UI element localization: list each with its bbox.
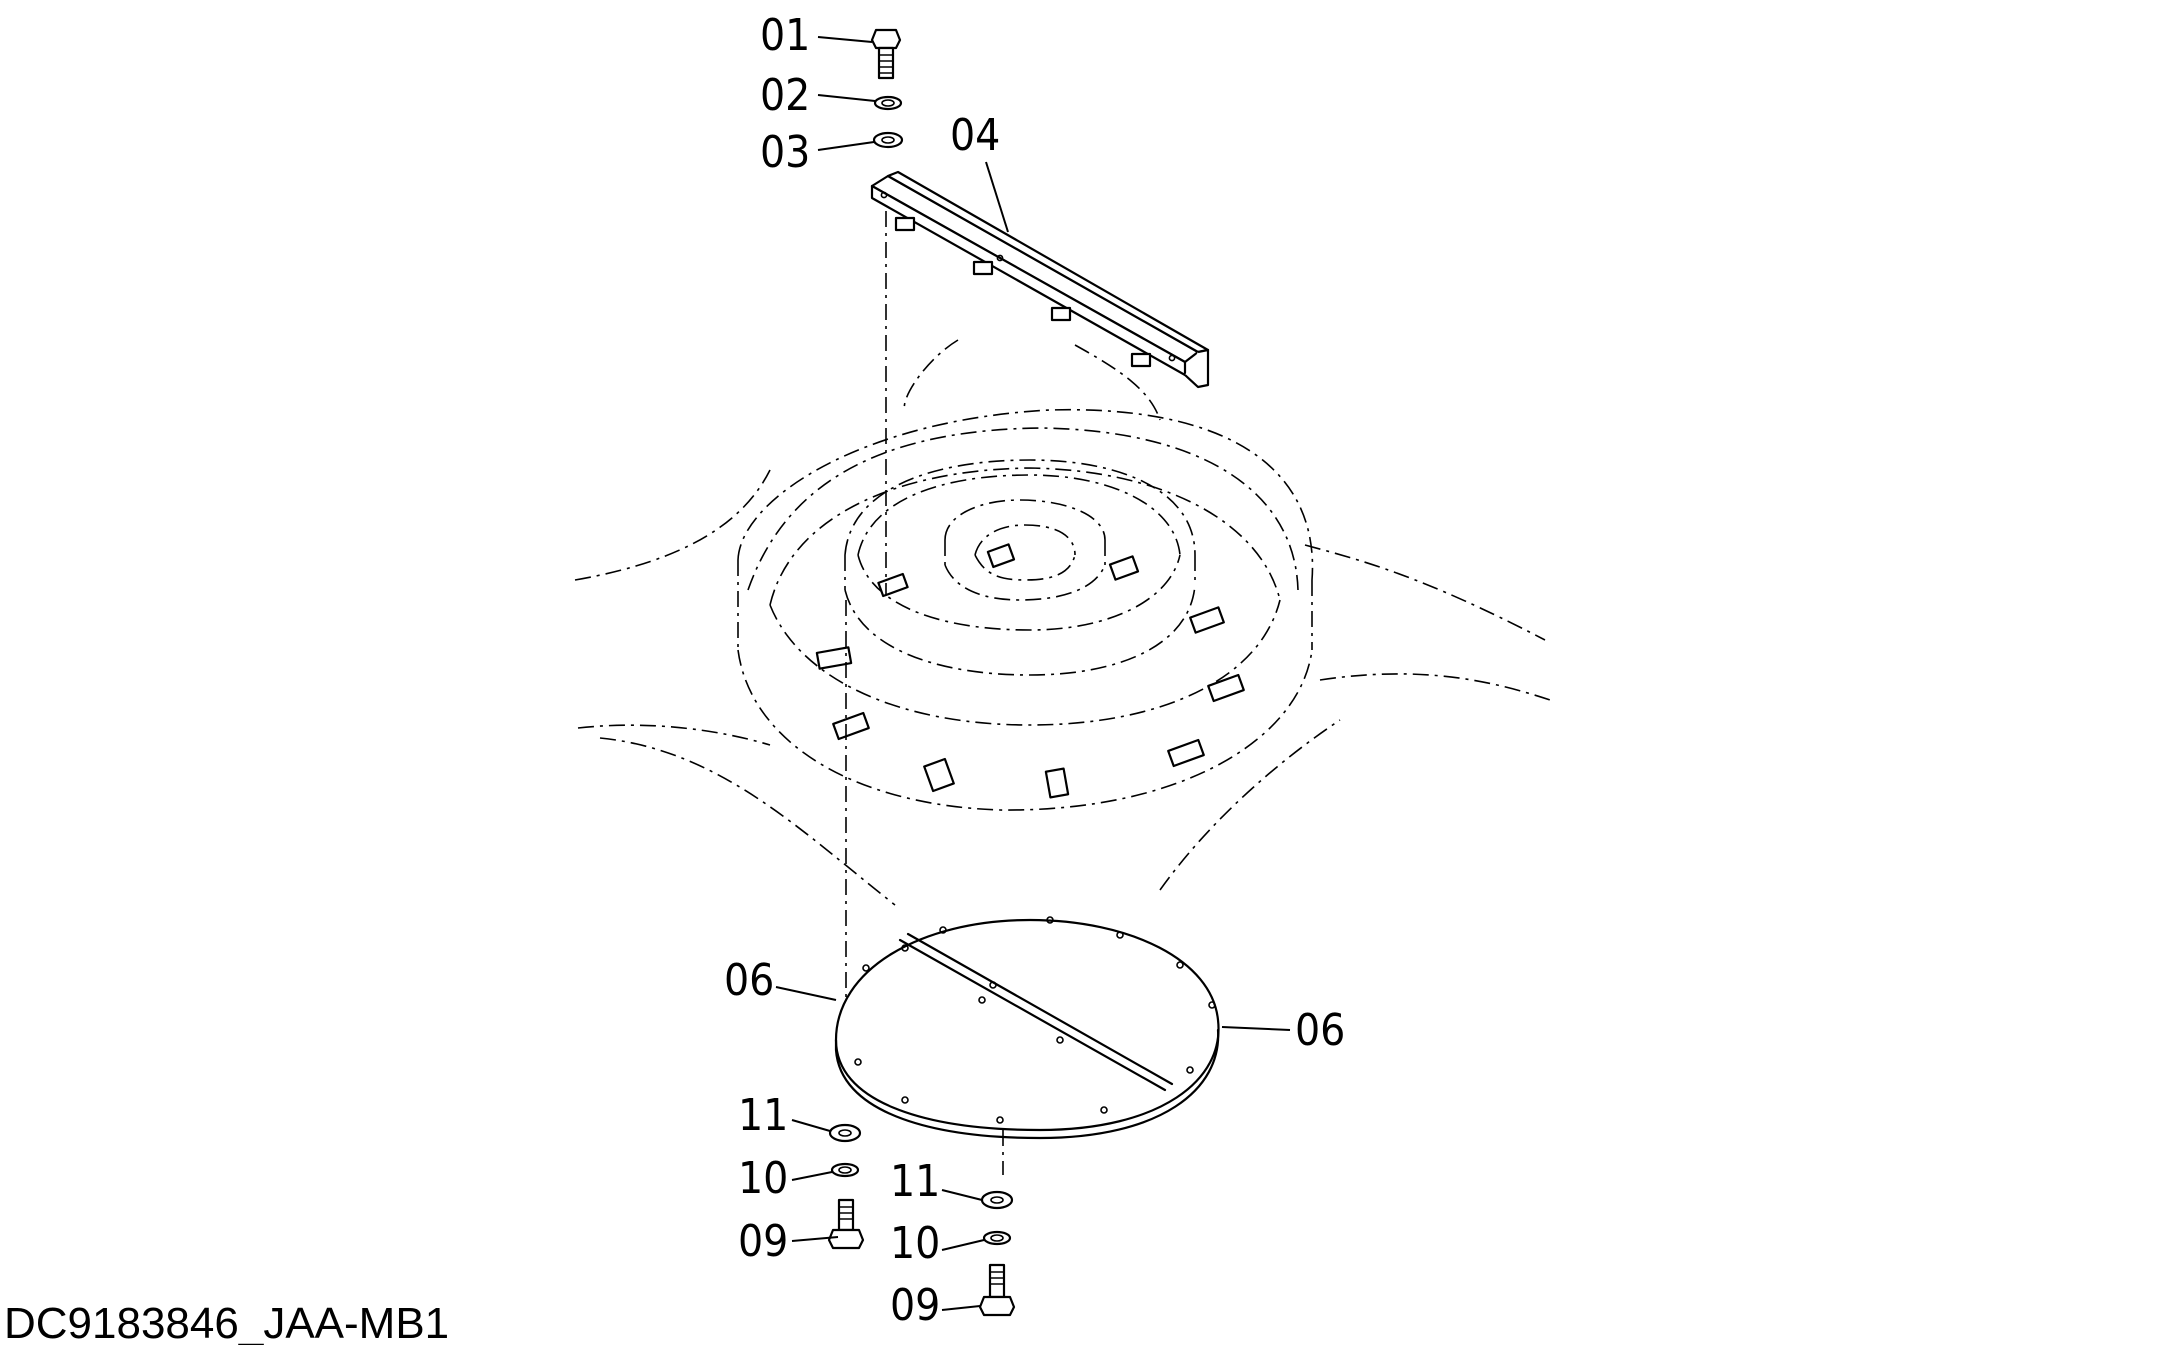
callout-06-right: 06 [1295,1005,1345,1056]
bolt-part-09-right [978,1263,1016,1317]
angle-bracket-part-04 [870,170,1210,389]
callout-10-left: 10 [738,1153,788,1204]
spring-washer-part-10-left [830,1162,860,1178]
bolt-part-01 [870,28,902,80]
callout-11-right: 11 [890,1156,940,1207]
washer-part-11-left [828,1123,862,1143]
bolt-part-09-left [827,1198,865,1250]
spring-washer-part-10-right [982,1230,1012,1246]
drawing-code: DC9183846_JAA-MB1 [4,1299,449,1345]
washer-part-03 [872,131,904,149]
callout-10-right: 10 [890,1218,940,1269]
frame-outline [574,339,1551,906]
callout-09-right: 09 [890,1280,940,1331]
callout-06-left: 06 [724,955,774,1006]
callout-09-left: 09 [738,1216,788,1267]
callout-01: 01 [760,10,810,61]
callout-03: 03 [760,127,810,178]
callout-labels: 01 02 03 04 06 06 11 10 09 11 10 09 [724,10,1345,1331]
callout-02: 02 [760,70,810,121]
spring-washer-part-02 [873,95,903,111]
cover-plate-part-06 [834,916,1220,1140]
turntable [737,408,1314,811]
callout-11-left: 11 [738,1090,788,1141]
callout-04: 04 [950,110,1000,161]
washer-part-11-right [980,1190,1014,1210]
leader-lines [775,36,1291,1311]
